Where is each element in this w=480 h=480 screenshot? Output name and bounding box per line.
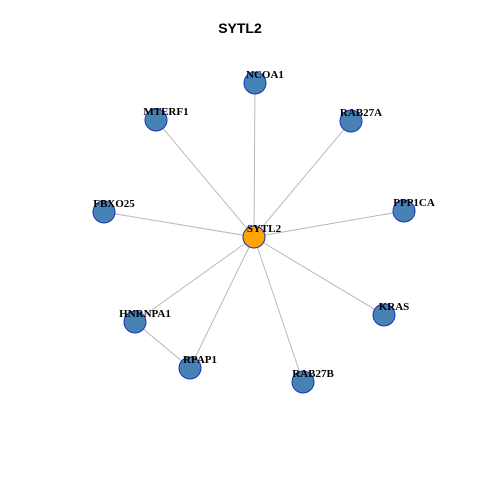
node-circle-ncoa1 [243,71,267,95]
node-label-ncoa1: NCOA1 [246,69,284,81]
node-label-kras: KRAS [379,301,410,313]
node-ppp1ca: PPP1CA [392,197,435,223]
diagram-title: SYTL2 [218,20,262,36]
node-label-fbxo25: FBXO25 [93,198,135,210]
node-circle-rab27a [339,109,363,133]
node-fbxo25: FBXO25 [92,198,135,224]
node-circle-sytl2 [242,225,266,249]
edge-sytl2-kras [253,236,385,316]
node-circle-rab27b [291,370,315,394]
node-label-hnrnpa1: HNRNPA1 [119,308,171,320]
node-sytl2: SYTL2 [242,223,282,249]
node-circle-rpap1 [178,356,202,380]
edge-hnrnpa1-rpap1 [134,321,191,369]
node-rab27a: RAB27A [339,107,382,133]
node-label-rab27b: RAB27B [292,368,334,380]
edge-sytl2-rab27b [253,236,304,383]
node-circle-hnrnpa1 [123,310,147,334]
node-circle-ppp1ca [392,199,416,223]
edge-sytl2-ncoa1 [253,82,256,238]
edge-sytl2-hnrnpa1 [134,236,255,323]
node-kras: KRAS [372,301,410,327]
edge-sytl2-ppp1ca [253,210,405,238]
node-label-ppp1ca: PPP1CA [393,197,435,209]
node-rpap1: RPAP1 [178,354,217,380]
node-label-sytl2: SYTL2 [247,223,282,235]
node-label-rab27a: RAB27A [340,107,382,119]
edge-sytl2-mterf1 [155,119,255,238]
edge-sytl2-rpap1 [189,236,255,369]
node-circle-mterf1 [144,108,168,132]
node-circle-fbxo25 [92,200,116,224]
node-label-rpap1: RPAP1 [183,354,217,366]
node-label-mterf1: MTERF1 [143,106,188,118]
node-ncoa1: NCOA1 [243,69,284,95]
node-circle-kras [372,303,396,327]
edges-layer [103,82,405,383]
edge-sytl2-rab27a [253,120,352,238]
node-hnrnpa1: HNRNPA1 [119,308,171,334]
edge-sytl2-fbxo25 [103,211,255,238]
node-rab27b: RAB27B [291,368,334,394]
node-mterf1: MTERF1 [143,106,189,132]
